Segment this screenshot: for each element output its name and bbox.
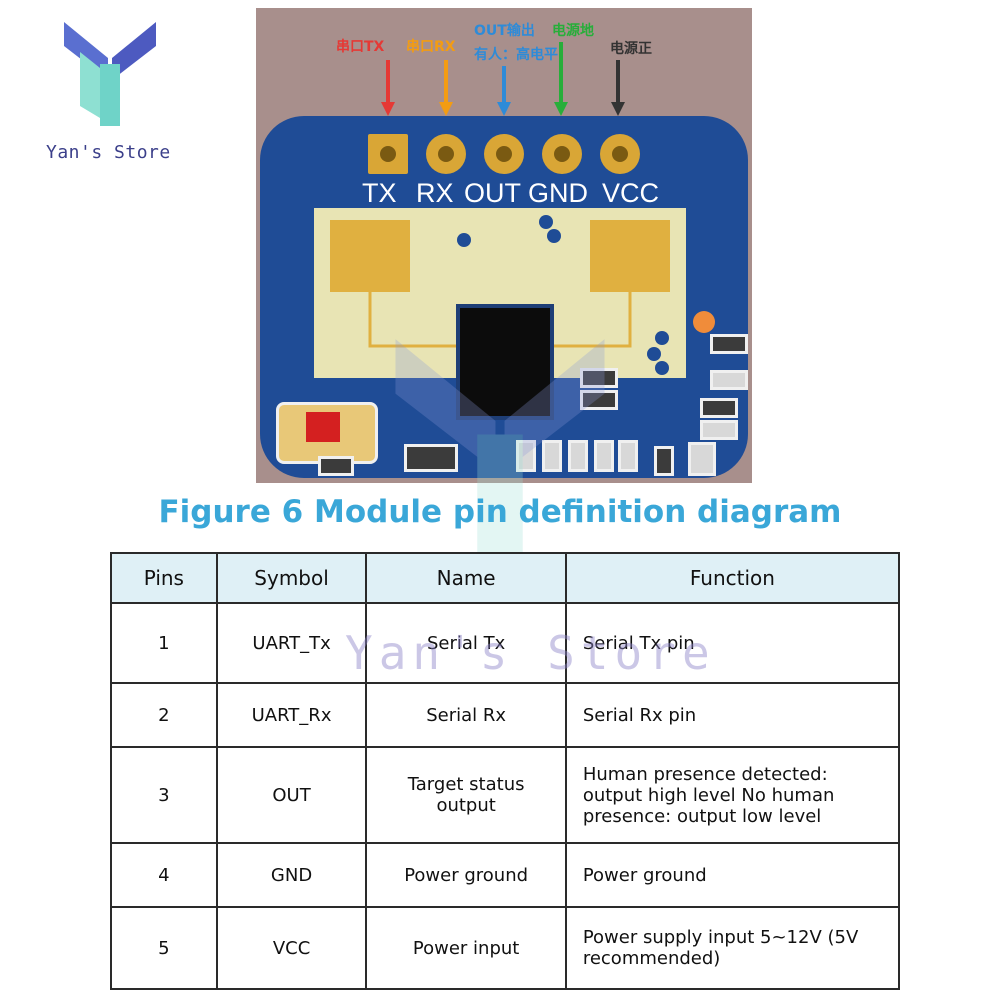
cell-function: Human presence detected: output high lev… <box>564 746 901 844</box>
pad-rx <box>426 134 466 174</box>
arrow-gnd <box>554 42 568 116</box>
pin-label-out: OUT <box>464 178 521 208</box>
pad-out <box>484 134 524 174</box>
component-cap-5 <box>700 398 738 418</box>
pad-gnd <box>542 134 582 174</box>
component-cap-6 <box>700 420 738 440</box>
cell-pin: 2 <box>110 682 218 748</box>
header-pins: Pins <box>110 552 218 604</box>
cell-function: Power ground <box>564 842 901 908</box>
ys-logo-icon <box>64 22 156 126</box>
callout-out-output: OUT输出 <box>474 23 535 39</box>
arrow-rx <box>439 60 453 116</box>
header-name: Name <box>365 552 567 604</box>
component-cap-3 <box>710 334 748 354</box>
module-photo: 串口TX 串口RX OUT输出 有人：高电平 电源地 电源正 TX RX OUT… <box>256 8 752 483</box>
table-row: 5 VCC Power input Power supply input 5~1… <box>110 906 901 990</box>
component-cap-7 <box>688 442 716 476</box>
cell-pin: 1 <box>110 602 218 684</box>
cell-pin: 3 <box>110 746 218 844</box>
table-row: 1 UART_Tx Serial Tx Serial Tx pin <box>110 602 901 684</box>
cell-name: Serial Rx <box>365 682 567 748</box>
cell-symbol: GND <box>215 842 368 908</box>
cell-function: Power supply input 5~12V (5V recommended… <box>564 906 901 990</box>
cell-symbol: UART_Rx <box>215 682 368 748</box>
cell-function: Serial Rx pin <box>564 682 901 748</box>
component-resistor-2 <box>516 440 536 472</box>
brand-logo: Yan's Store <box>40 18 200 168</box>
callout-power-ground: 电源地 <box>552 23 594 39</box>
radar-chip <box>456 304 554 420</box>
pin-label-gnd: GND <box>528 178 588 208</box>
component-inductor <box>404 444 458 472</box>
table-row: 3 OUT Target status output Human presenc… <box>110 746 901 844</box>
watermark-text: Yan's Store <box>345 626 716 680</box>
cell-pin: 4 <box>110 842 218 908</box>
cell-name: Target status output <box>365 746 567 844</box>
watermark-logo-icon <box>395 339 605 576</box>
antenna-traces <box>368 215 715 375</box>
cell-name: Power ground <box>365 842 567 908</box>
pad-vcc <box>600 134 640 174</box>
table-row: 2 UART_Rx Serial Rx Serial Rx pin <box>110 682 901 748</box>
pin-label-vcc: VCC <box>602 178 660 208</box>
component-led <box>306 412 340 442</box>
cell-symbol: UART_Tx <box>215 602 368 684</box>
component-cap-2 <box>580 390 618 410</box>
callout-power-positive: 电源正 <box>610 41 652 57</box>
component-diode <box>654 446 674 476</box>
figure-caption: Figure 6 Module pin definition diagram <box>158 494 842 530</box>
header-symbol: Symbol <box>215 552 368 604</box>
callout-presence-high: 有人：高电平 <box>474 47 558 63</box>
cell-name: Serial Tx <box>365 602 567 684</box>
cell-name: Power input <box>365 906 567 990</box>
component-resistor-6 <box>618 440 638 472</box>
component-cap-4 <box>710 370 748 390</box>
antenna-patch-tx <box>330 220 410 292</box>
component-resistor-1 <box>318 456 354 476</box>
table-header-row: Pins Symbol Name Function <box>110 552 901 604</box>
cell-symbol: OUT <box>215 746 368 844</box>
cell-pin: 5 <box>110 906 218 990</box>
callout-serial-rx: 串口RX <box>406 39 456 55</box>
callout-serial-tx: 串口TX <box>336 39 385 55</box>
component-cap-1 <box>580 368 618 388</box>
cell-symbol: VCC <box>215 906 368 990</box>
arrow-vcc <box>611 60 625 116</box>
component-resistor-5 <box>594 440 614 472</box>
callout-arrows <box>381 42 625 116</box>
table-row: 4 GND Power ground Power ground <box>110 842 901 908</box>
cell-function: Serial Tx pin <box>564 602 901 684</box>
pin-label-tx: TX <box>362 178 397 208</box>
header-function: Function <box>564 552 901 604</box>
pad-tx <box>368 134 408 174</box>
pin-definition-table: Pins Symbol Name Function 1 UART_Tx Seri… <box>110 552 901 990</box>
brand-name: Yan's Store <box>46 142 171 163</box>
arrow-tx <box>381 60 395 116</box>
component-resistor-4 <box>568 440 588 472</box>
antenna-patch-rx <box>590 220 670 292</box>
pin-label-rx: RX <box>416 178 454 208</box>
component-resistor-3 <box>542 440 562 472</box>
arrow-out <box>497 66 511 116</box>
